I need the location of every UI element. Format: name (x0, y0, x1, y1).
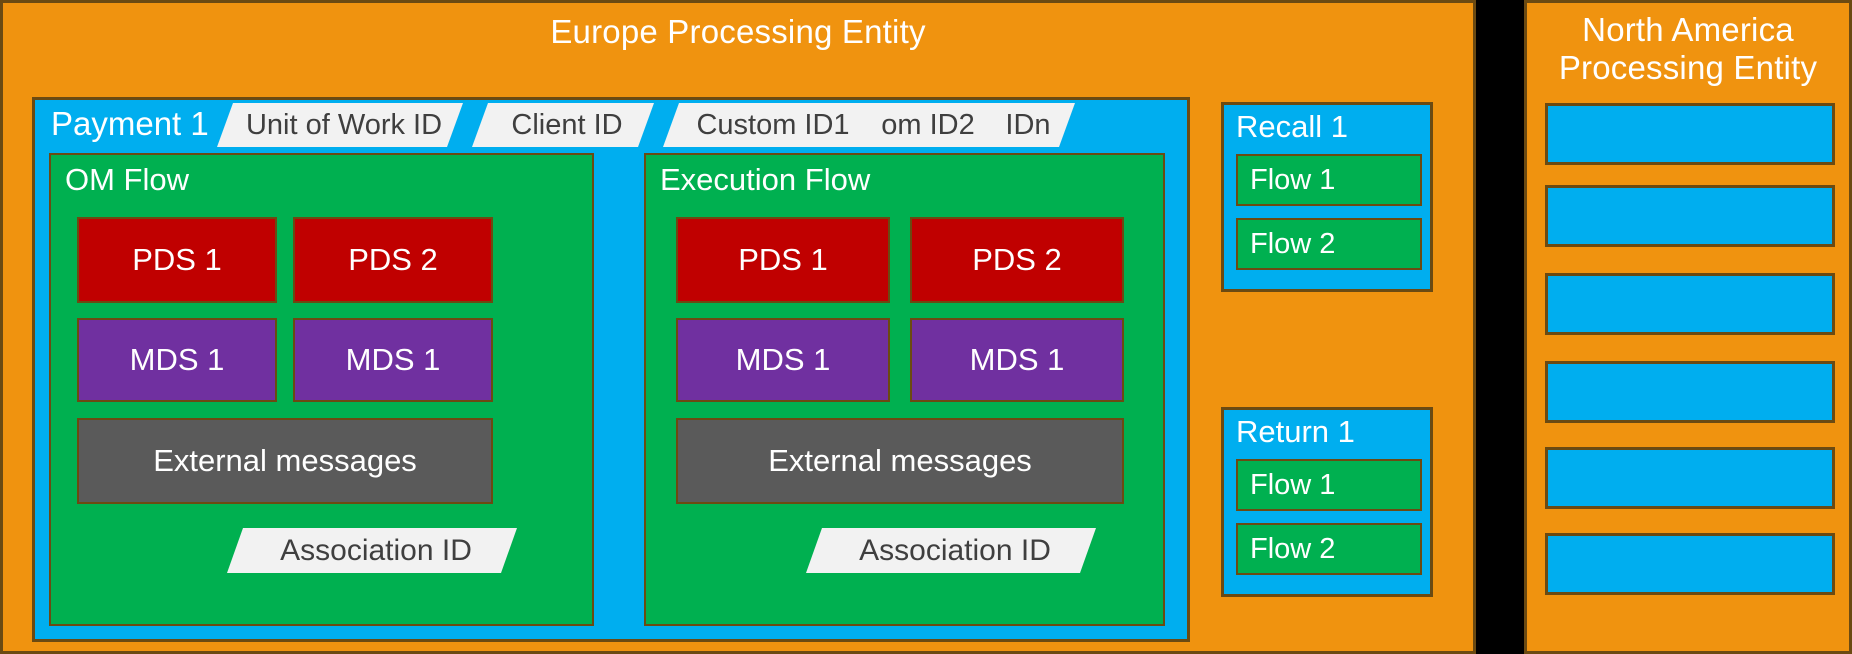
execution-flow-pds-2[interactable]: PDS 2 (910, 217, 1124, 303)
tag-custom-idn[interactable]: IDn (973, 103, 1075, 147)
tag-custom-id2[interactable]: om ID2 (857, 103, 991, 147)
na-bar-3[interactable] (1545, 273, 1835, 335)
return-1-flow-2[interactable]: Flow 2 (1236, 523, 1422, 575)
payment-container[interactable]: Payment 1 Unit of Work ID Client ID Cust… (32, 97, 1190, 642)
execution-flow-association-id[interactable]: Association ID (806, 528, 1096, 573)
na-bar-6[interactable] (1545, 533, 1835, 595)
execution-flow-external-messages[interactable]: External messages (676, 418, 1124, 504)
execution-flow-mds-2[interactable]: MDS 1 (910, 318, 1124, 402)
tag-custom-id1[interactable]: Custom ID1 (663, 103, 875, 147)
payment-header: Payment 1 Unit of Work ID Client ID Cust… (35, 100, 1187, 152)
recall-1-box[interactable]: Recall 1 Flow 1 Flow 2 (1221, 102, 1433, 292)
execution-flow-pds-1[interactable]: PDS 1 (676, 217, 890, 303)
return-1-flow-1[interactable]: Flow 1 (1236, 459, 1422, 511)
europe-processing-entity[interactable]: Europe Processing Entity Payment 1 Unit … (0, 0, 1476, 654)
europe-entity-title: Europe Processing Entity (550, 13, 926, 50)
execution-flow-mds-1[interactable]: MDS 1 (676, 318, 890, 402)
na-bar-2[interactable] (1545, 185, 1835, 247)
return-1-box[interactable]: Return 1 Flow 1 Flow 2 (1221, 407, 1433, 597)
om-flow-title: OM Flow (65, 162, 189, 197)
recall-1-title: Recall 1 (1236, 109, 1348, 144)
om-flow-association-id[interactable]: Association ID (227, 528, 517, 573)
execution-flow-title: Execution Flow (660, 162, 871, 197)
north-america-processing-entity[interactable]: North America Processing Entity (1524, 0, 1852, 654)
return-1-title: Return 1 (1236, 414, 1355, 449)
north-america-entity-title: North America Processing Entity (1558, 11, 1818, 86)
om-flow-pds-1[interactable]: PDS 1 (77, 217, 277, 303)
na-bar-1[interactable] (1545, 103, 1835, 165)
om-flow-pds-2[interactable]: PDS 2 (293, 217, 493, 303)
om-flow-box[interactable]: OM Flow PDS 1 PDS 2 MDS 1 MDS 1 External… (49, 153, 594, 626)
na-bar-5[interactable] (1545, 447, 1835, 509)
na-bar-4[interactable] (1545, 361, 1835, 423)
tag-client-id[interactable]: Client ID (472, 103, 654, 147)
tag-unit-of-work-id[interactable]: Unit of Work ID (217, 103, 463, 147)
om-flow-external-messages[interactable]: External messages (77, 418, 493, 504)
recall-1-flow-1[interactable]: Flow 1 (1236, 154, 1422, 206)
payment-label: Payment 1 (51, 105, 209, 142)
om-flow-mds-2[interactable]: MDS 1 (293, 318, 493, 402)
om-flow-mds-1[interactable]: MDS 1 (77, 318, 277, 402)
execution-flow-box[interactable]: Execution Flow PDS 1 PDS 2 MDS 1 MDS 1 E… (644, 153, 1165, 626)
recall-1-flow-2[interactable]: Flow 2 (1236, 218, 1422, 270)
